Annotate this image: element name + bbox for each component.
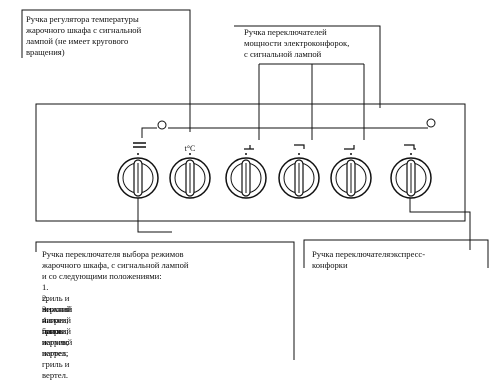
thermostat-knob [169,157,211,199]
oven-mode-item: 4. гриль и вертел; [42,315,69,358]
express-burner-label-frame [303,239,489,268]
thermostat-signal-lamp [157,120,167,130]
burner-label-frame [234,25,381,108]
burner-knob [225,157,267,199]
thermostat-knob-label: Ручка регулятора температуры жарочного ш… [26,14,142,57]
oven-mode-label-frame [35,241,295,360]
oven-mode-item: 1. гриль и нижний нагрев; [42,282,71,325]
thermostat-label-frame [21,9,191,112]
thermostat-symbol: t°C [185,144,196,153]
burner-knobs-label: Ручка переключателей мощности электрокон… [244,27,350,59]
oven-mode-item: 2. верхний и нижний нагрев; [42,293,73,347]
control-panel [35,103,466,222]
express-burner-leader [409,198,471,250]
control-panel-diagram: t°C [21,9,489,360]
burner-knob [330,157,372,199]
express-burner-symbol [404,144,416,150]
oven-mode-knob [117,157,159,199]
oven-mode-leader [137,198,172,233]
oven-mode-item: 3. нижний нагрев; [42,304,71,336]
oven-mode-symbol [133,142,146,148]
express-burner-label: Ручка переключателяэкспресс- конфорки [312,249,426,270]
thermostat-lamp-line [141,127,157,138]
signal-lamp-icon [426,118,436,128]
burner-symbol [244,145,254,150]
oven-mode-knob-label: Ручка переключателя выбора режимов жароч… [42,249,189,281]
burner-symbol [344,145,355,150]
express-burner-knob [390,157,432,199]
burner-knob [278,157,320,199]
burner-symbol [294,144,305,149]
